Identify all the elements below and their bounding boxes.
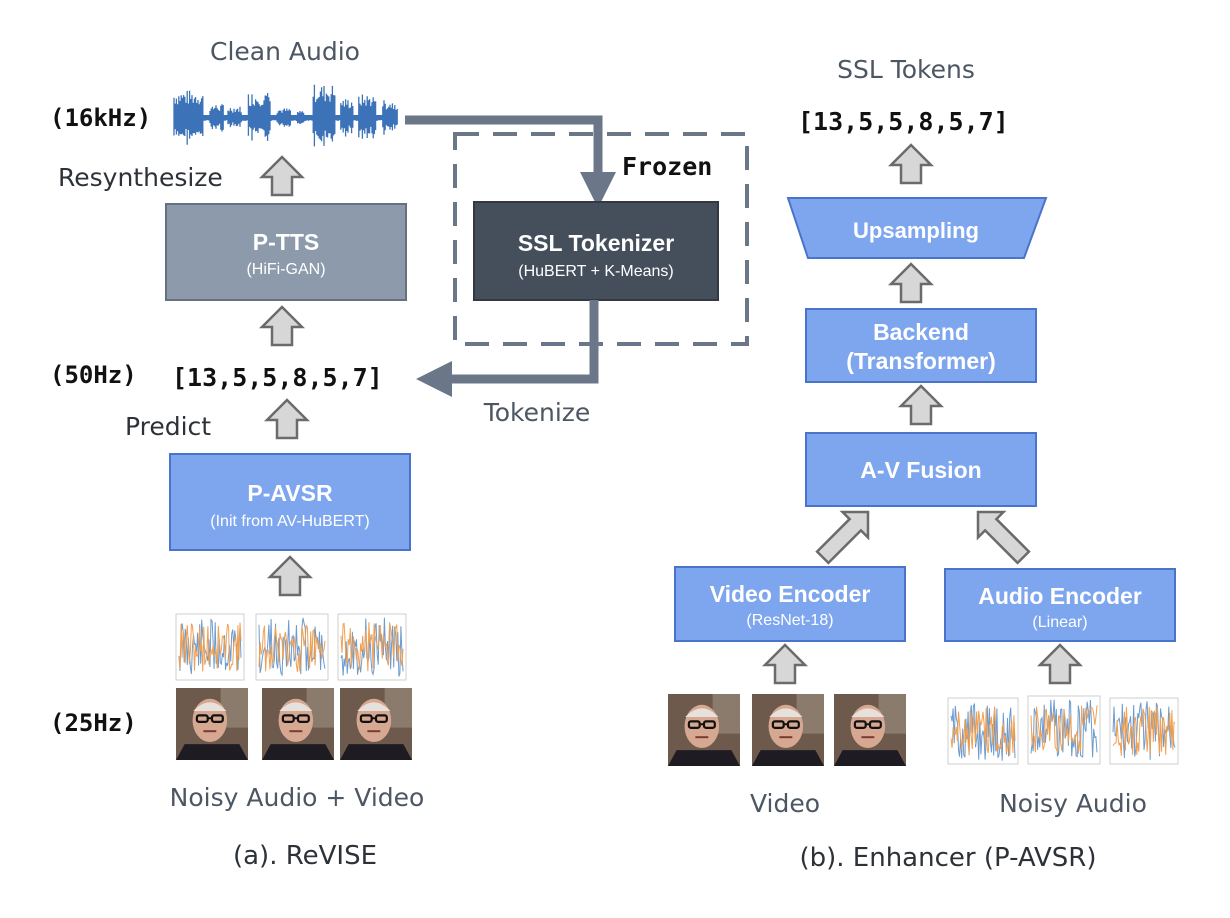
video-frame-thumbnail bbox=[834, 694, 906, 766]
revise-caption: (a). ReVISE bbox=[233, 841, 377, 871]
video-to-fusion-arrow-icon bbox=[815, 510, 870, 565]
backend-box: Backend (Transformer) bbox=[805, 308, 1037, 383]
noisy-audio-video-label: Noisy Audio + Video bbox=[170, 783, 425, 812]
ssl-tokenizer-box: SSL Tokenizer (HuBERT + K-Means) bbox=[473, 201, 719, 301]
upsampling-block: Upsampling bbox=[786, 197, 1048, 259]
audio-to-tokenizer-connector bbox=[405, 115, 616, 208]
pavsr-title: P-AVSR bbox=[247, 480, 333, 506]
up-arrow-icon bbox=[266, 555, 314, 597]
video-encoder-box: Video Encoder (ResNet-18) bbox=[674, 566, 906, 642]
ssl-tokens-label: SSL Tokens bbox=[837, 55, 975, 84]
av-fusion-label: A-V Fusion bbox=[860, 457, 981, 483]
up-arrow-icon bbox=[1036, 643, 1084, 685]
frozen-label-backdrop bbox=[618, 146, 742, 182]
predict-label: Predict bbox=[125, 412, 211, 441]
rate-25hz-label: (25Hz) bbox=[50, 709, 137, 737]
noisy-audio-thumbnail bbox=[947, 697, 1019, 765]
noisy-audio-thumbnail bbox=[337, 613, 407, 681]
video-frame-thumbnail bbox=[340, 688, 412, 760]
up-arrow-icon bbox=[887, 262, 935, 304]
enhancer-token-sequence: [13,5,5,8,5,7] bbox=[798, 107, 1009, 136]
upsampling-label: Upsampling bbox=[853, 218, 979, 243]
rate-50hz-label: (50Hz) bbox=[50, 361, 137, 389]
video-encoder-title: Video Encoder bbox=[710, 581, 871, 607]
up-arrow-icon bbox=[258, 155, 306, 197]
video-frame-thumbnail bbox=[668, 694, 740, 766]
clean-audio-label: Clean Audio bbox=[210, 37, 360, 66]
ptts-title: P-TTS bbox=[253, 229, 319, 255]
video-input-label: Video bbox=[750, 789, 820, 818]
resynthesize-label: Resynthesize bbox=[58, 163, 223, 192]
pavsr-subtitle: (Init from AV-HuBERT) bbox=[210, 513, 369, 530]
noisy-audio-thumbnail bbox=[175, 613, 245, 681]
audio-encoder-box: Audio Encoder (Linear) bbox=[944, 568, 1176, 642]
up-arrow-icon bbox=[887, 143, 935, 185]
video-encoder-subtitle: (ResNet-18) bbox=[746, 612, 833, 629]
ssl-tokenizer-title: SSL Tokenizer bbox=[518, 230, 674, 256]
ssl-tokenizer-subtitle: (HuBERT + K-Means) bbox=[518, 263, 673, 280]
pavsr-box: P-AVSR (Init from AV-HuBERT) bbox=[169, 453, 411, 551]
audio-encoder-subtitle: (Linear) bbox=[1032, 614, 1087, 631]
revise-token-sequence: [13,5,5,8,5,7] bbox=[172, 363, 383, 392]
frozen-label: Frozen bbox=[622, 152, 712, 181]
video-frame-thumbnail bbox=[752, 694, 824, 766]
av-fusion-box: A-V Fusion bbox=[805, 432, 1037, 507]
clean-audio-waveform bbox=[173, 84, 398, 147]
tokenize-label: Tokenize bbox=[483, 398, 591, 427]
noisy-audio-input-label: Noisy Audio bbox=[999, 789, 1147, 818]
up-arrow-icon bbox=[897, 384, 945, 426]
enhancer-caption: (b). Enhancer (P-AVSR) bbox=[799, 843, 1096, 873]
up-arrow-icon bbox=[258, 305, 306, 347]
audio-encoder-title: Audio Encoder bbox=[978, 583, 1142, 609]
ptts-subtitle: (HiFi-GAN) bbox=[246, 261, 325, 278]
frozen-region bbox=[453, 132, 749, 346]
backend-subtitle: (Transformer) bbox=[846, 348, 996, 374]
noisy-audio-thumbnail bbox=[1027, 695, 1101, 765]
noisy-audio-thumbnail bbox=[1109, 697, 1179, 765]
backend-title: Backend bbox=[873, 319, 969, 345]
noisy-audio-thumbnail bbox=[255, 613, 329, 681]
video-frame-thumbnail bbox=[262, 688, 334, 760]
tokenizer-to-tokens-connector bbox=[416, 300, 599, 397]
audio-to-fusion-arrow-icon bbox=[976, 510, 1031, 565]
video-frame-thumbnail bbox=[176, 688, 248, 760]
up-arrow-icon bbox=[263, 398, 311, 440]
up-arrow-icon bbox=[761, 643, 809, 685]
rate-16khz-label: (16kHz) bbox=[50, 104, 151, 132]
ptts-box: P-TTS (HiFi-GAN) bbox=[165, 203, 407, 301]
